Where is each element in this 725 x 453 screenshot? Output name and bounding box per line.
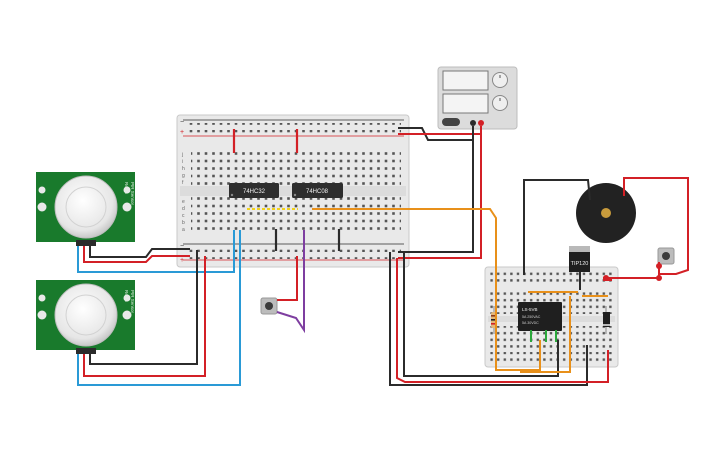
- transistor-label: TIP120: [571, 261, 589, 267]
- buzzer[interactable]: [576, 183, 636, 243]
- relay-label: 5A 250VAC: [522, 315, 541, 319]
- rail-plus-bottom: +: [180, 257, 184, 264]
- ic-74hc08[interactable]: 74HC08: [292, 183, 343, 198]
- relay-label: LS-5VB: [522, 307, 538, 312]
- pir-label: PIR Sensor: [130, 182, 135, 206]
- relay-label: 5A 30VDC: [522, 321, 539, 325]
- diode[interactable]: [603, 306, 610, 334]
- pir-label: Rev.B: [124, 182, 129, 194]
- wire-red[interactable]: [83, 256, 206, 377]
- wire-black[interactable]: [403, 252, 559, 377]
- wire-orange[interactable]: [312, 208, 541, 371]
- row-letter: d: [182, 206, 185, 212]
- ic-74hc32[interactable]: 74HC32: [229, 183, 279, 198]
- wire-red[interactable]: [277, 256, 298, 301]
- pir-label: PIR Sensor: [130, 290, 135, 314]
- row-letter: b: [182, 220, 185, 226]
- row-letter: g: [182, 173, 185, 179]
- wire-red[interactable]: [83, 246, 190, 263]
- wire-junction: [603, 275, 609, 281]
- rail-minus-top: −: [180, 119, 184, 126]
- wire-black[interactable]: [398, 126, 474, 253]
- pir-sensor-1[interactable]: PIR Sensor Rev.B: [36, 172, 135, 246]
- rail-minus-bottom: −: [180, 243, 184, 250]
- row-letter: j: [181, 152, 183, 158]
- row-letter: i: [182, 159, 183, 165]
- row-letter: f: [182, 180, 184, 186]
- wire-black[interactable]: [89, 250, 198, 365]
- row-letter: e: [182, 199, 185, 205]
- transistor-tip120[interactable]: TIP120: [569, 246, 590, 272]
- rail-plus-top: +: [180, 129, 184, 136]
- ic-label-left: 74HC32: [243, 189, 266, 195]
- pir-sensor-2[interactable]: PIR Sensor Rev.B: [36, 280, 135, 354]
- wire-blue[interactable]: [77, 230, 241, 386]
- wire-black[interactable]: [389, 252, 588, 386]
- pushbutton-right[interactable]: [657, 247, 675, 265]
- pushbutton-center[interactable]: [260, 297, 278, 315]
- wire-black[interactable]: [89, 246, 190, 258]
- row-letter: h: [182, 166, 185, 172]
- ic-label-right: 74HC08: [306, 189, 329, 195]
- wire-red[interactable]: [398, 126, 482, 259]
- wire-junction: [656, 275, 662, 281]
- wire-blue[interactable]: [77, 230, 235, 273]
- power-supply[interactable]: [437, 66, 518, 130]
- wire-junction: [656, 263, 662, 269]
- pir-label: Rev.B: [124, 290, 129, 302]
- wire-orange[interactable]: [520, 296, 571, 373]
- wire-red[interactable]: [396, 258, 609, 383]
- row-letter: c: [182, 213, 185, 219]
- wire-purple[interactable]: [276, 230, 305, 334]
- wire-red[interactable]: [623, 177, 689, 275]
- row-letter: a: [182, 227, 185, 233]
- relay[interactable]: LS-5VB 5A 250VAC 5A 30VDC: [518, 302, 562, 331]
- wire-black[interactable]: [523, 179, 591, 275]
